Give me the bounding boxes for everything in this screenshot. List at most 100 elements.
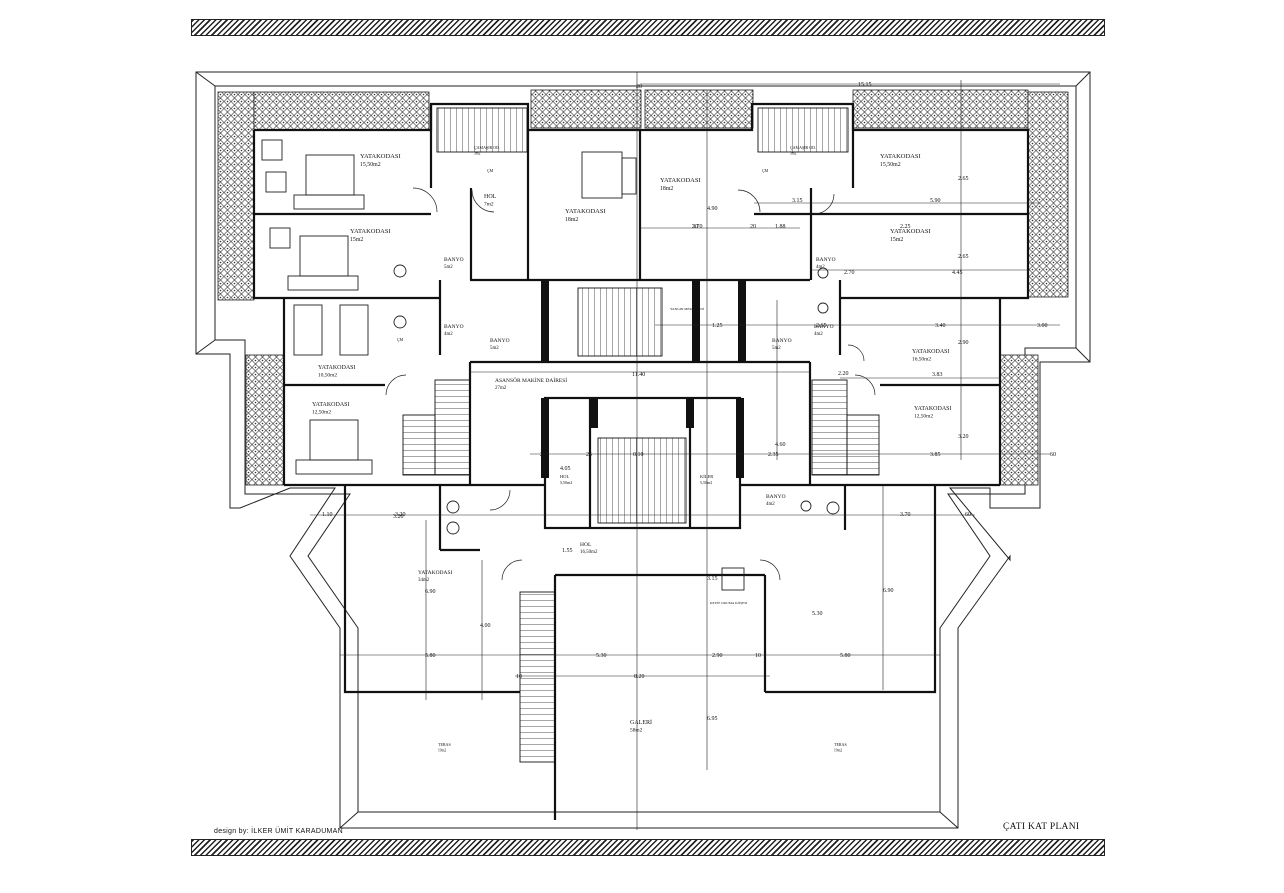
dimension-label: 1.25 xyxy=(712,323,723,329)
dimension-label: 10 xyxy=(516,674,522,680)
room-area-galeri: 58m2 xyxy=(630,728,643,734)
roof-outline xyxy=(195,71,1091,829)
dimension-label: 2.65 xyxy=(816,323,827,329)
room-area-banyo-e1: 4m2 xyxy=(816,265,825,270)
dimension-label: 8.20 xyxy=(634,674,645,680)
room-label-banyo-c1: BANYO xyxy=(490,338,510,344)
room-area-banyo-e2: 4m2 xyxy=(814,332,823,337)
structural-columns xyxy=(541,280,746,478)
dimension-label: 5.90 xyxy=(930,198,941,204)
roof-terraces xyxy=(217,89,1069,486)
room-area-bed-e2: 12,50m2 xyxy=(914,414,933,420)
dimension-label: 6.90 xyxy=(883,588,894,594)
dimension-label: 6.95 xyxy=(707,716,718,722)
dimension-lines xyxy=(310,72,1060,830)
furniture xyxy=(261,139,840,591)
room-label-bed-e2: YATAKODASI xyxy=(914,406,952,412)
room-area-bed-n2: 18m2 xyxy=(565,217,578,223)
room-label-hol-n: HOL xyxy=(484,194,497,200)
room-label-bed-n2: YATAKODASI xyxy=(565,208,606,215)
room-label-camasir-e: ÇAMAŞIR OD. xyxy=(790,145,816,150)
dimension-label: 3.20 xyxy=(958,434,969,440)
room-area-bed-nw2: 15m2 xyxy=(350,237,363,243)
dimension-label: 60 xyxy=(1050,452,1056,458)
dimension-label: 6.90 xyxy=(425,589,436,595)
dimension-label: 4.00 xyxy=(480,623,491,629)
room-label-bed-w1: YATAKODASI xyxy=(318,365,356,371)
room-label-bed-n1: YATAKODASI xyxy=(660,177,701,184)
dimension-label: 4.05 xyxy=(560,466,571,472)
dimension-label: 2.65 xyxy=(958,176,969,182)
dimension-label: 25 xyxy=(540,452,546,458)
room-label-yangin: YANGIN MERDİVENİ xyxy=(670,306,705,311)
dimension-label: 3.00 xyxy=(1037,323,1048,329)
room-area-banyo-w1: 5m2 xyxy=(444,265,453,270)
room-area-banyo-s: 4m2 xyxy=(766,502,775,507)
room-area-bed-w2: 12,50m2 xyxy=(312,410,331,416)
room-label-bed-e1: YATAKODASI xyxy=(912,349,950,355)
room-area-kiler: 5,50m2 xyxy=(700,480,712,486)
dimension-label: 3.83 xyxy=(932,372,943,378)
room-label-banyo-s: BANYO xyxy=(766,494,786,500)
room-area-bed-ne1: 15,50m2 xyxy=(880,162,901,168)
dimension-label: 1.10 xyxy=(322,512,333,518)
room-label-bed-ne2: YATAKODASI xyxy=(890,228,931,235)
room-label-bed-w2: YATAKODASI xyxy=(312,402,350,408)
credit-name: İLKER ÜMİT KARADUMAN xyxy=(251,828,344,835)
room-area-banyo-c2: 5m2 xyxy=(772,346,781,351)
room-label-galeri: GALERİ xyxy=(630,719,652,726)
dimension-label: 5.30 xyxy=(596,653,607,659)
dimension-label: 2.35 xyxy=(768,452,779,458)
room-label-banyo-w2: BANYO xyxy=(444,324,464,330)
dimension-label: 4.60 xyxy=(775,442,786,448)
door-swings xyxy=(385,187,876,581)
dimension-label: 4.45 xyxy=(952,270,963,276)
room-label-hol-s: HOL xyxy=(580,542,592,548)
appliance-label: ÇM xyxy=(487,168,494,173)
top-title-band xyxy=(191,19,1105,36)
room-label-bed-sw: YATAKODASI xyxy=(418,570,453,576)
dimension-label: 2.90 xyxy=(958,340,969,346)
dimension-label: 1.55 xyxy=(562,548,573,554)
room-label-teras-e: TERAS xyxy=(834,742,847,747)
designer-credit: design by: İLKER ÜMİT KARADUMAN xyxy=(214,828,343,835)
dimension-label: 2.70 xyxy=(844,270,855,276)
room-label-asansor: ASANSÖR MAKİNE DAİRESİ xyxy=(495,377,567,384)
dimension-label: 3.15 xyxy=(792,198,803,204)
room-area-camasir-e: 3m2 xyxy=(790,152,797,156)
room-label-bed-ne1: YATAKODASI xyxy=(880,153,921,160)
room-area-teras-e: 19m2 xyxy=(834,749,842,753)
room-area-teras-w: 19m2 xyxy=(438,749,446,753)
room-area-banyo-w2: 4m2 xyxy=(444,332,453,337)
dimension-label: 10 xyxy=(755,653,761,659)
dimension-label: 20 xyxy=(750,224,756,230)
dimension-label: 3.20 xyxy=(393,514,404,520)
room-area-bed-nw1: 15,50m2 xyxy=(360,162,381,168)
dimension-label: 5.30 xyxy=(812,611,823,617)
room-label-bed-nw1: YATAKODASI xyxy=(360,153,401,160)
room-label-banyo-e1: BANYO xyxy=(816,257,836,263)
room-area-bed-w1: 10,50m2 xyxy=(318,373,337,379)
room-label-hol-w: HOL xyxy=(560,474,569,479)
dimension-label: 3.70 xyxy=(900,512,911,518)
dimension-label: 11.40 xyxy=(632,372,645,378)
dimension-label: 5.80 xyxy=(840,653,851,659)
dimension-label: 2.65 xyxy=(958,254,969,260)
room-area-banyo-c1: 5m2 xyxy=(490,346,499,351)
room-area-bed-sw: 34m2 xyxy=(418,578,430,583)
dimension-label: 2.90 xyxy=(712,653,723,659)
dimension-label: 3.20 xyxy=(395,512,406,518)
room-label-teras-w: TERAS xyxy=(438,742,451,747)
dimension-label: 25 xyxy=(586,452,592,458)
room-label-bed-nw2: YATAKODASI xyxy=(350,228,391,235)
room-label-camasir-w: ÇAMAŞIR OD. xyxy=(474,145,500,150)
dimension-label: 20 xyxy=(692,224,698,230)
credit-prefix: design by: xyxy=(214,828,249,835)
room-area-hol-w: 5,50m2 xyxy=(560,480,572,486)
dimension-label: 20 xyxy=(636,84,642,90)
dimension-label: 2.25 xyxy=(900,224,911,230)
dimension-label: 3.85 xyxy=(930,452,941,458)
room-label-banyo-e2: BANYO xyxy=(814,324,834,330)
dimension-label: 5.80 xyxy=(425,653,436,659)
